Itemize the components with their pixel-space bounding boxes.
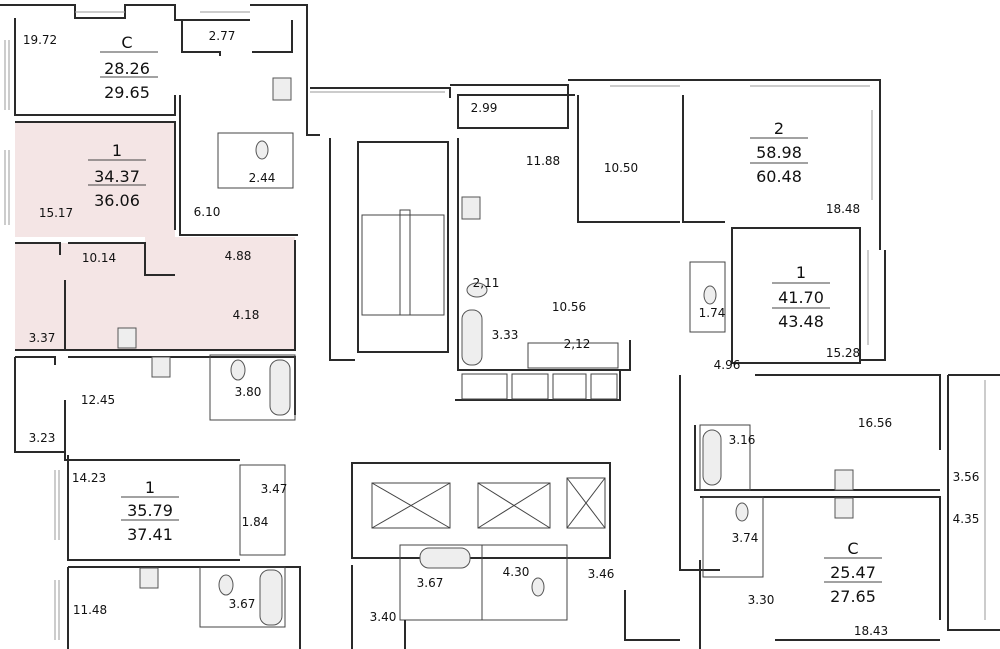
room-area: 3.67 (417, 576, 444, 590)
room-area: 3.47 (261, 482, 288, 496)
room-area: 3.80 (235, 385, 262, 399)
room-area: 4.88 (225, 249, 252, 263)
area-labels: C 28.26 29.65 19.72 2.77 6.10 2.44 1 34.… (23, 29, 980, 638)
apartment-type: 1 (796, 263, 806, 282)
room-area: 15.28 (826, 346, 860, 360)
room-area: 2,11 (473, 276, 500, 290)
room-area: 2,12 (564, 337, 591, 351)
apartment-type: C (847, 539, 858, 558)
room-area: 3.16 (729, 433, 756, 447)
room-area: 3.33 (492, 328, 519, 342)
room-area: 3.46 (588, 567, 615, 581)
room-area: 10.50 (604, 161, 638, 175)
walls (0, 4, 1000, 649)
apartment-living-area: 35.79 (127, 501, 173, 520)
room-area: 4.35 (953, 512, 980, 526)
room-area: 3.56 (953, 470, 980, 484)
room-area: 10.56 (552, 300, 586, 314)
room-area: 18.43 (854, 624, 888, 638)
stove-icon (117, 77, 854, 589)
apartment-living-area: 34.37 (94, 167, 140, 186)
room-area: 6.10 (194, 205, 221, 219)
room-area: 3.37 (29, 331, 56, 345)
apartment-type: C (121, 33, 132, 52)
room-area: 14.23 (72, 471, 106, 485)
bathtub-icon (259, 309, 722, 626)
room-area: 2.77 (209, 29, 236, 43)
apartment-total-area: 37.41 (127, 525, 173, 544)
room-area: 2.99 (471, 101, 498, 115)
room-area: 3.23 (29, 431, 56, 445)
apartment-type: 2 (774, 119, 784, 138)
highlighted-apartment-fill (15, 122, 295, 350)
room-area: 19.72 (23, 33, 57, 47)
apartment-living-area: 58.98 (756, 143, 802, 162)
apartment-total-area: 43.48 (778, 312, 824, 331)
apartment-total-area: 60.48 (756, 167, 802, 186)
room-area: 3.67 (229, 597, 256, 611)
room-area: 16.56 (858, 416, 892, 430)
room-area: 4.30 (503, 565, 530, 579)
room-area: 3.74 (732, 531, 759, 545)
apartment-living-area: 41.70 (778, 288, 824, 307)
apartment-living-area: 28.26 (104, 59, 150, 78)
apartment-total-area: 27.65 (830, 587, 876, 606)
room-area: 11.88 (526, 154, 560, 168)
apartment-type: 1 (112, 141, 122, 160)
room-area: 11.48 (73, 603, 107, 617)
apartment-total-area: 36.06 (94, 191, 140, 210)
apartment-type: 1 (145, 478, 155, 497)
room-area: 12.45 (81, 393, 115, 407)
room-area: 3.30 (748, 593, 775, 607)
room-area: 2.44 (249, 171, 276, 185)
room-area: 3.40 (370, 610, 397, 624)
room-area: 10.14 (82, 251, 116, 265)
toilet-icon (218, 140, 749, 597)
room-area: 15.17 (39, 206, 73, 220)
room-area: 18.48 (826, 202, 860, 216)
apartment-living-area: 25.47 (830, 563, 876, 582)
room-area: 1.74 (699, 306, 726, 320)
room-area: 4.96 (714, 358, 741, 372)
apartment-total-area: 29.65 (104, 83, 150, 102)
room-area: 1.84 (242, 515, 269, 529)
room-area: 4.18 (233, 308, 260, 322)
